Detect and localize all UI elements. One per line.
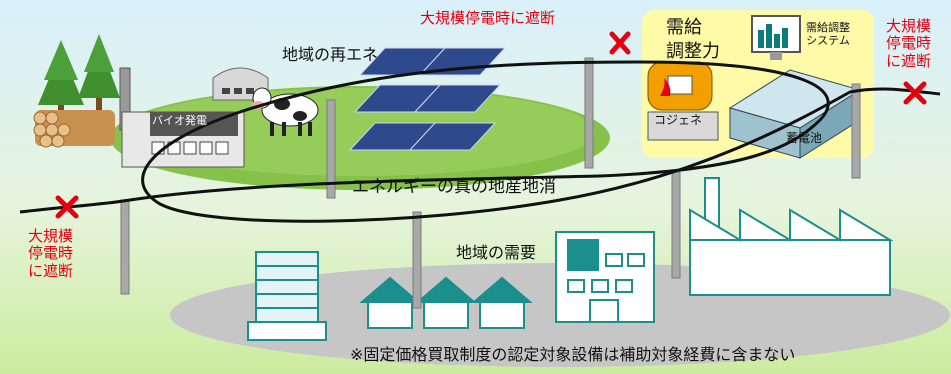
biomass-label: バイオ発電 <box>152 114 207 127</box>
houses-icon <box>359 276 533 329</box>
cut-mark-icon <box>55 31 927 219</box>
regional-demand-label: 地域の需要 <box>456 243 537 262</box>
battery-label: 蓄電池 <box>786 131 823 145</box>
hospital-icon <box>555 231 655 323</box>
cogen-label: コジェネ <box>654 113 703 127</box>
tree-icon <box>38 34 120 126</box>
cut-label-right: 大規模 停電時 に遮断 <box>886 17 932 70</box>
biomass-plant-icon <box>119 67 245 168</box>
cut-label-left: 大規模 停電時 に遮断 <box>28 227 74 280</box>
logs-icon <box>33 110 115 148</box>
footnote: ※固定価格買取制度の認定対象設備は補助対象経費に含まない <box>350 345 796 364</box>
regional-re-label: 地域の再エネ <box>282 45 379 64</box>
supply-system-label: 需給調整 システム <box>806 21 850 47</box>
local-consumption-label: エネルギーの真の地産地消 <box>352 177 556 197</box>
power-line-loop <box>19 60 941 223</box>
office-building-icon <box>247 251 327 341</box>
cogeneration-icon <box>647 61 719 141</box>
supply-adjust-label: 需給 調整力 <box>666 17 720 63</box>
cow-icon <box>252 87 319 136</box>
cut-label-top: 大規模停電時に遮断 <box>420 9 556 27</box>
solar-panel-icon <box>348 47 507 151</box>
monitor-icon <box>751 15 801 60</box>
factory-icon <box>689 177 894 296</box>
utility-pole-icon <box>120 57 861 309</box>
